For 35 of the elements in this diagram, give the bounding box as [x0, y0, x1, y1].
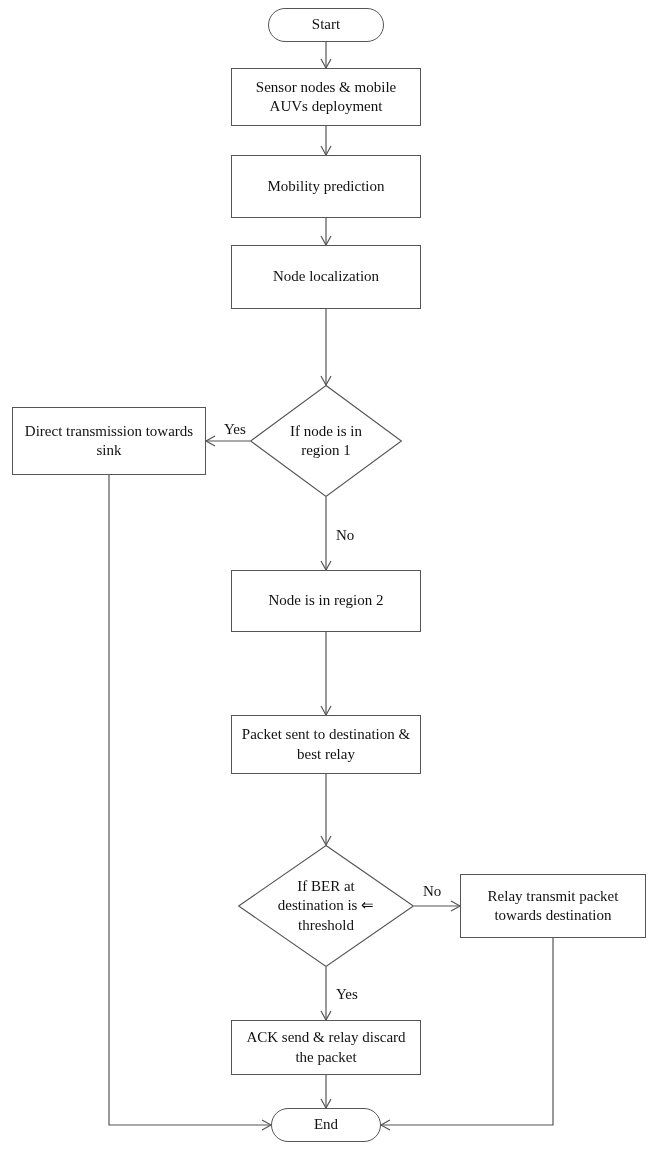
arrow [320, 773, 332, 846]
arrow [320, 966, 332, 1021]
process-box [460, 874, 646, 938]
node-text: If BER at destination is ⇐ threshold [276, 876, 376, 935]
node-text: End [313, 1115, 339, 1135]
arrow [413, 900, 461, 912]
node-text: Packet sent to destination & best relay [240, 725, 412, 764]
arrow [320, 125, 332, 156]
arrow [205, 435, 251, 447]
arrow [380, 937, 554, 1131]
node-text: Direct transmission towards sink [23, 421, 195, 460]
process-box [231, 715, 421, 774]
terminal-pill [268, 8, 384, 42]
process-box [231, 570, 421, 632]
node-text: Node is in region 2 [268, 591, 384, 611]
arrow [320, 217, 332, 246]
terminal-pill [271, 1108, 381, 1142]
process-box [231, 155, 421, 218]
node-text: Node localization [272, 267, 380, 287]
node-text: ACK send & relay discard the packet [245, 1028, 407, 1067]
process-box [231, 68, 421, 126]
arrow [320, 631, 332, 716]
node-text: Relay transmit packet towards destination [486, 886, 620, 925]
node-text: Mobility prediction [267, 176, 385, 196]
node-text: If node is in region 1 [288, 421, 364, 460]
process-box [12, 407, 206, 475]
arrow [320, 308, 332, 386]
arrow [108, 474, 272, 1131]
process-box [231, 1020, 421, 1075]
arrow [320, 41, 332, 69]
arrow [320, 1074, 332, 1109]
node-text: Start [311, 15, 341, 35]
arrow [320, 496, 332, 571]
process-box [231, 245, 421, 309]
node-text: Sensor nodes & mobile AUVs deployment [254, 77, 398, 116]
